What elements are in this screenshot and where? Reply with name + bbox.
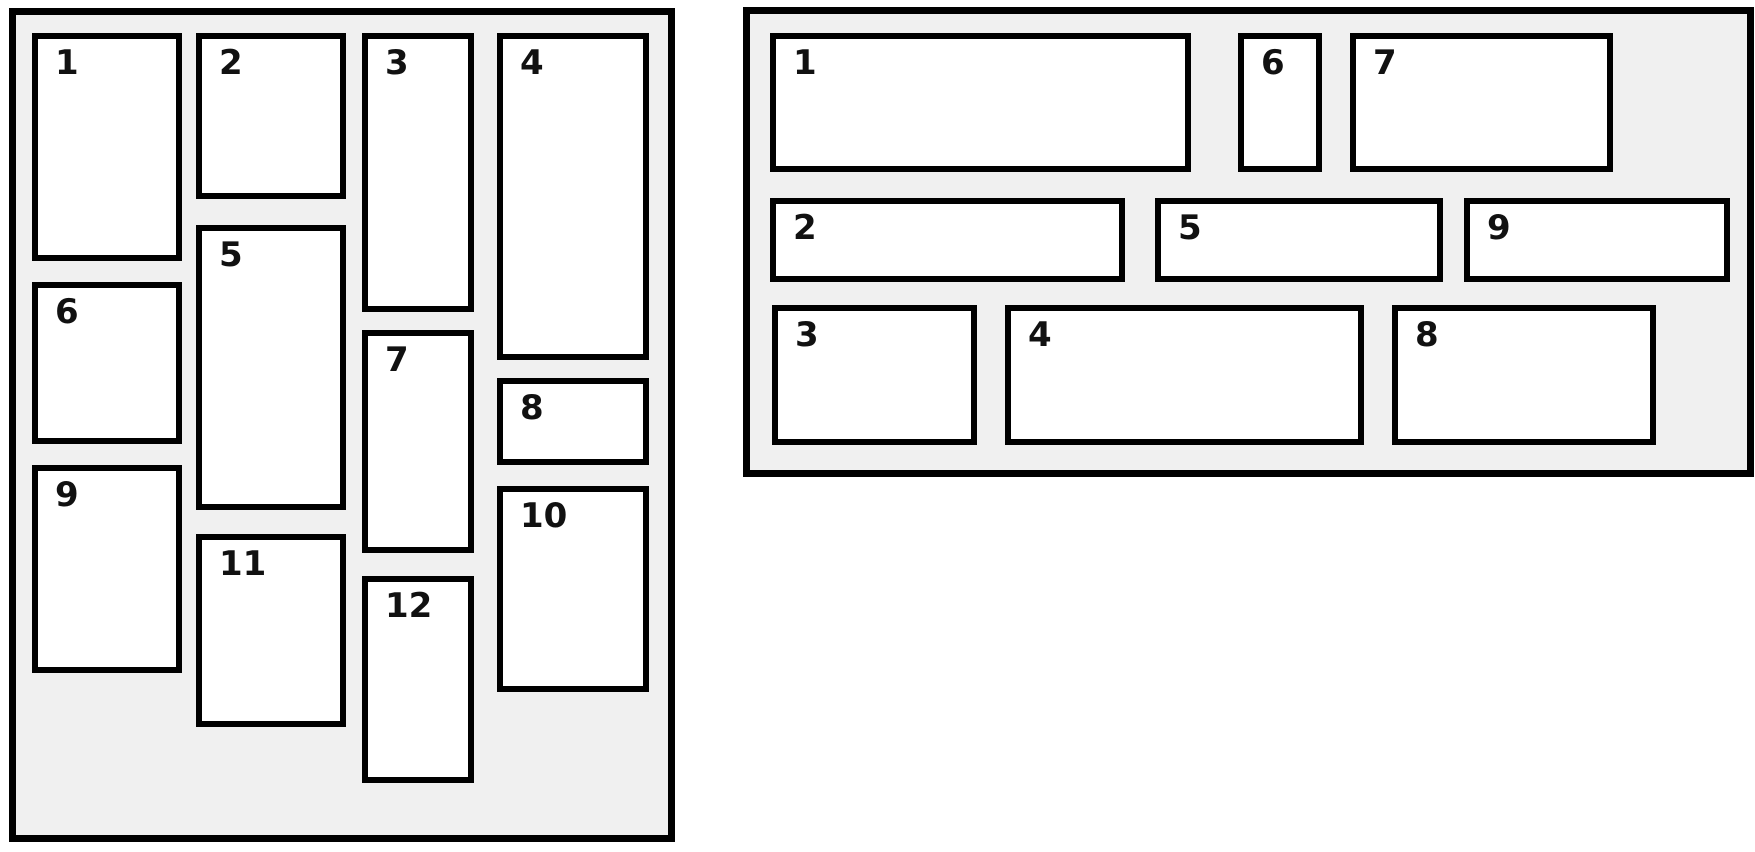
box-number-label: 5 [219,235,243,275]
masonry-box-left-1: 1 [32,33,182,261]
masonry-box-left-11: 11 [196,534,346,727]
masonry-box-right-5: 5 [1155,198,1443,282]
masonry-box-left-12: 12 [362,576,474,783]
masonry-box-left-6: 6 [32,282,182,444]
box-number-label: 1 [55,43,79,83]
masonry-box-right-1: 1 [770,33,1191,172]
masonry-box-left-7: 7 [362,330,474,553]
box-number-label: 3 [385,43,409,83]
masonry-box-right-3: 3 [772,305,977,445]
box-number-label: 1 [793,43,817,83]
masonry-box-left-5: 5 [196,225,346,510]
masonry-box-left-2: 2 [196,33,346,199]
masonry-box-right-7: 7 [1350,33,1613,172]
box-number-label: 4 [1028,315,1052,355]
masonry-box-right-9: 9 [1464,198,1730,282]
box-number-label: 2 [793,208,817,248]
masonry-box-right-6: 6 [1238,33,1322,172]
box-number-label: 3 [795,315,819,355]
masonry-box-left-10: 10 [497,486,649,692]
masonry-box-right-2: 2 [770,198,1125,282]
masonry-box-left-9: 9 [32,465,182,673]
box-number-label: 2 [219,43,243,83]
masonry-box-right-4: 4 [1005,305,1364,445]
masonry-box-left-4: 4 [497,33,649,360]
box-number-label: 9 [1487,208,1511,248]
box-number-label: 6 [55,292,79,332]
box-number-label: 6 [1261,43,1285,83]
box-number-label: 7 [385,340,409,380]
masonry-box-left-3: 3 [362,33,474,312]
box-number-label: 4 [520,43,544,83]
box-number-label: 7 [1373,43,1397,83]
horizontal-masonry-panel: 1 6 7 2 5 9 3 4 8 [743,7,1754,477]
box-number-label: 9 [55,475,79,515]
box-number-label: 8 [1415,315,1439,355]
box-number-label: 10 [520,496,568,536]
masonry-box-right-8: 8 [1392,305,1656,445]
box-number-label: 12 [385,586,433,626]
box-number-label: 11 [219,544,267,584]
masonry-box-left-8: 8 [497,378,649,465]
box-number-label: 8 [520,388,544,428]
box-number-label: 5 [1178,208,1202,248]
